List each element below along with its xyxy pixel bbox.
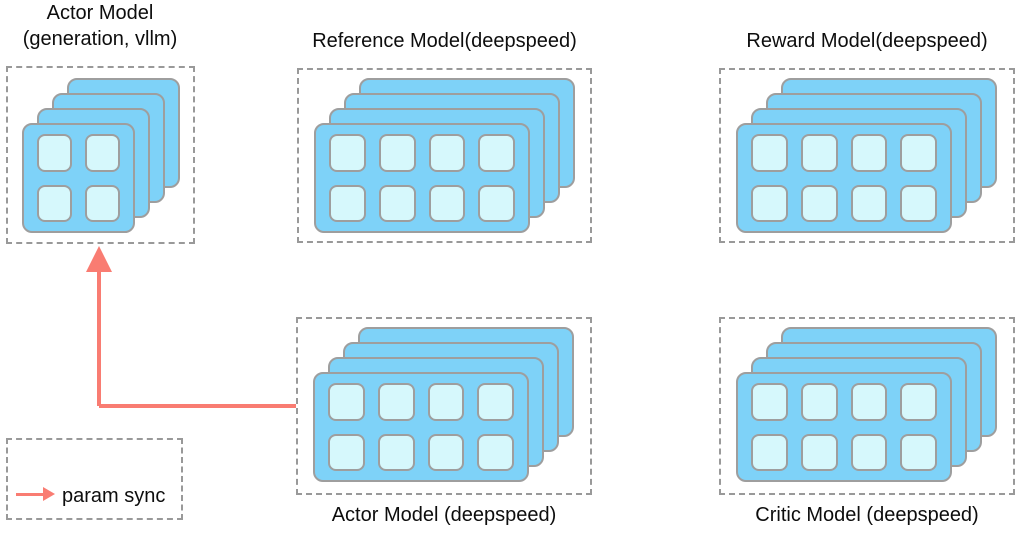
- reference-model-title: Reference Model(deepspeed): [312, 30, 577, 52]
- gpu-cell: [378, 184, 416, 222]
- gpu-cell: [900, 184, 937, 222]
- gpu-cell: [751, 433, 788, 471]
- gpu-cell: [850, 134, 888, 172]
- gpu-cell: [428, 134, 466, 172]
- gpu-cell: [328, 383, 365, 421]
- gpu-grid: [738, 374, 950, 480]
- gpu-cell: [478, 184, 515, 222]
- param-sync-legend-arrowhead-icon: [43, 487, 55, 501]
- actor-vllm-title: Actor Model (generation, vllm): [0, 0, 200, 52]
- gpu-cell: [850, 383, 888, 421]
- gpu-cell: [850, 184, 888, 222]
- gpu-cell: [751, 134, 788, 172]
- gpu-cell: [378, 134, 416, 172]
- legend-label: param sync: [62, 485, 166, 507]
- param-sync-arrow-vertical: [97, 266, 101, 406]
- gpu-cell: [37, 134, 72, 172]
- param-sync-arrowhead-icon: [86, 246, 112, 272]
- critic-gpu-stack: [721, 319, 1013, 493]
- gpu-grid: [316, 125, 528, 231]
- gpu-cell: [900, 433, 937, 471]
- gpu-grid: [738, 125, 950, 231]
- reference-gpu-stack: [299, 70, 590, 241]
- param-sync-arrow-horizontal: [99, 404, 296, 408]
- gpu-cell: [329, 184, 366, 222]
- gpu-cell: [427, 383, 465, 421]
- critic-model-box: [719, 317, 1015, 495]
- gpu-card-front: [22, 123, 135, 233]
- gpu-cell: [85, 134, 120, 172]
- gpu-cell: [37, 184, 72, 222]
- critic-model-title: Critic Model (deepspeed): [755, 504, 979, 526]
- gpu-cell: [800, 184, 838, 222]
- gpu-cell: [428, 184, 466, 222]
- reward-model-box: [719, 68, 1015, 243]
- reward-gpu-stack: [721, 70, 1013, 241]
- gpu-cell: [751, 184, 788, 222]
- gpu-cell: [900, 383, 937, 421]
- gpu-cell: [329, 134, 366, 172]
- legend-box: [6, 438, 183, 520]
- actor-train-gpu-stack: [298, 319, 590, 493]
- gpu-cell: [377, 383, 415, 421]
- param-sync-legend-arrow-icon: [16, 493, 43, 496]
- gpu-cell: [800, 433, 838, 471]
- gpu-card-front: [736, 123, 952, 233]
- gpu-cell: [377, 433, 415, 471]
- actor-train-title: Actor Model (deepspeed): [331, 504, 557, 526]
- gpu-grid: [24, 125, 133, 231]
- gpu-cell: [850, 433, 888, 471]
- actor-vllm-title-line2: (generation, vllm): [22, 28, 178, 50]
- gpu-cell: [751, 383, 788, 421]
- gpu-grid: [315, 374, 527, 480]
- gpu-card-front: [314, 123, 530, 233]
- gpu-cell: [800, 134, 838, 172]
- gpu-cell: [85, 184, 120, 222]
- actor-vllm-box: [6, 66, 195, 244]
- gpu-card-front: [313, 372, 529, 482]
- actor-train-box: [296, 317, 592, 495]
- gpu-cell: [427, 433, 465, 471]
- reward-model-title: Reward Model(deepspeed): [746, 30, 988, 52]
- reference-model-box: [297, 68, 592, 243]
- actor-vllm-title-line1: Actor Model: [46, 2, 154, 24]
- gpu-cell: [478, 134, 515, 172]
- gpu-cell: [477, 383, 514, 421]
- gpu-cell: [328, 433, 365, 471]
- gpu-cell: [900, 134, 937, 172]
- gpu-cell: [477, 433, 514, 471]
- gpu-cell: [800, 383, 838, 421]
- actor-vllm-gpu-stack: [8, 68, 193, 242]
- gpu-card-front: [736, 372, 952, 482]
